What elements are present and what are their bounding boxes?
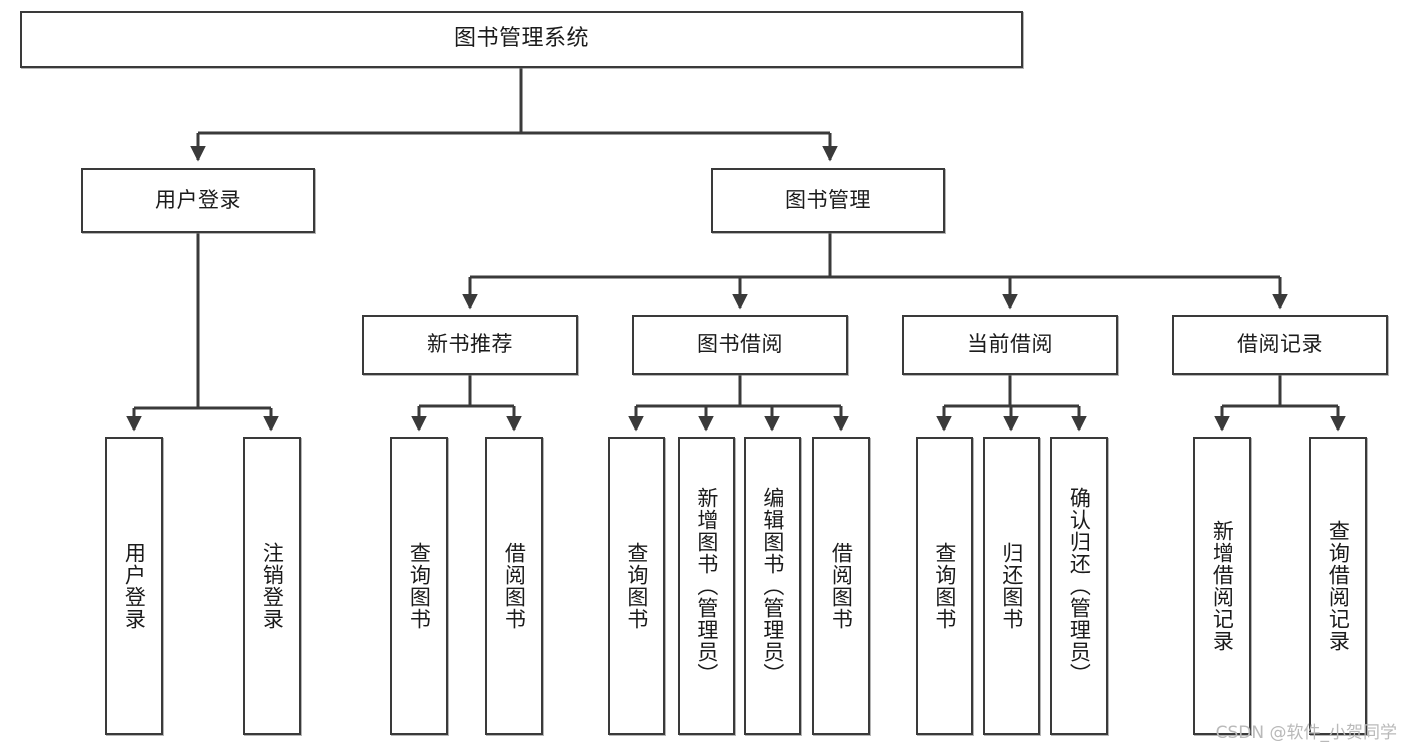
node-label: 当前借阅	[967, 332, 1053, 357]
node-label: 用户登录	[122, 542, 147, 630]
node-new-book-recommend[interactable]: 新书推荐	[362, 315, 578, 375]
node-borrow-record[interactable]: 借阅记录	[1172, 315, 1388, 375]
node-label: 用户登录	[155, 187, 241, 212]
node-label: 新增借阅记录	[1210, 520, 1235, 652]
leaf-record-add[interactable]: 新增借阅记录	[1193, 437, 1251, 735]
node-root-system[interactable]: 图书管理系统	[20, 11, 1023, 68]
node-book-borrow[interactable]: 图书借阅	[632, 315, 848, 375]
node-label: 图书管理	[785, 187, 871, 212]
leaf-borrow-query-book[interactable]: 查询图书	[608, 437, 665, 735]
node-label: 新书推荐	[427, 332, 513, 357]
node-label: 查询图书	[407, 542, 432, 630]
node-label: 图书管理系统	[453, 26, 589, 52]
node-label: 查询图书	[624, 542, 649, 630]
node-label: 编辑图书（管理员）	[760, 487, 785, 685]
csdn-watermark: CSDN @软件_小贺同学	[1215, 723, 1397, 743]
node-label: 新增图书（管理员）	[694, 487, 719, 685]
node-label: 查询借阅记录	[1326, 520, 1351, 652]
node-label: 注销登录	[260, 542, 285, 630]
node-label: 归还图书	[999, 542, 1024, 630]
leaf-user-logout[interactable]: 注销登录	[243, 437, 301, 735]
node-label: 借阅图书	[502, 542, 527, 630]
node-label: 确认归还（管理员）	[1067, 487, 1092, 685]
leaf-recommend-borrow-book[interactable]: 借阅图书	[485, 437, 543, 735]
node-label: 查询图书	[932, 542, 957, 630]
node-label: 图书借阅	[697, 332, 783, 357]
leaf-recommend-query-book[interactable]: 查询图书	[390, 437, 448, 735]
node-label: 借阅记录	[1237, 332, 1323, 357]
leaf-user-login[interactable]: 用户登录	[105, 437, 163, 735]
leaf-borrow-edit-book-admin[interactable]: 编辑图书（管理员）	[744, 437, 801, 735]
leaf-current-confirm-return-admin[interactable]: 确认归还（管理员）	[1050, 437, 1108, 735]
node-book-management[interactable]: 图书管理	[711, 168, 945, 233]
node-user-login[interactable]: 用户登录	[81, 168, 315, 233]
leaf-record-query[interactable]: 查询借阅记录	[1309, 437, 1367, 735]
leaf-current-return-book[interactable]: 归还图书	[983, 437, 1040, 735]
node-label: 借阅图书	[829, 542, 854, 630]
leaf-borrow-add-book-admin[interactable]: 新增图书（管理员）	[678, 437, 735, 735]
leaf-current-query-book[interactable]: 查询图书	[916, 437, 973, 735]
node-current-borrow[interactable]: 当前借阅	[902, 315, 1118, 375]
leaf-borrow-borrow-book[interactable]: 借阅图书	[812, 437, 870, 735]
